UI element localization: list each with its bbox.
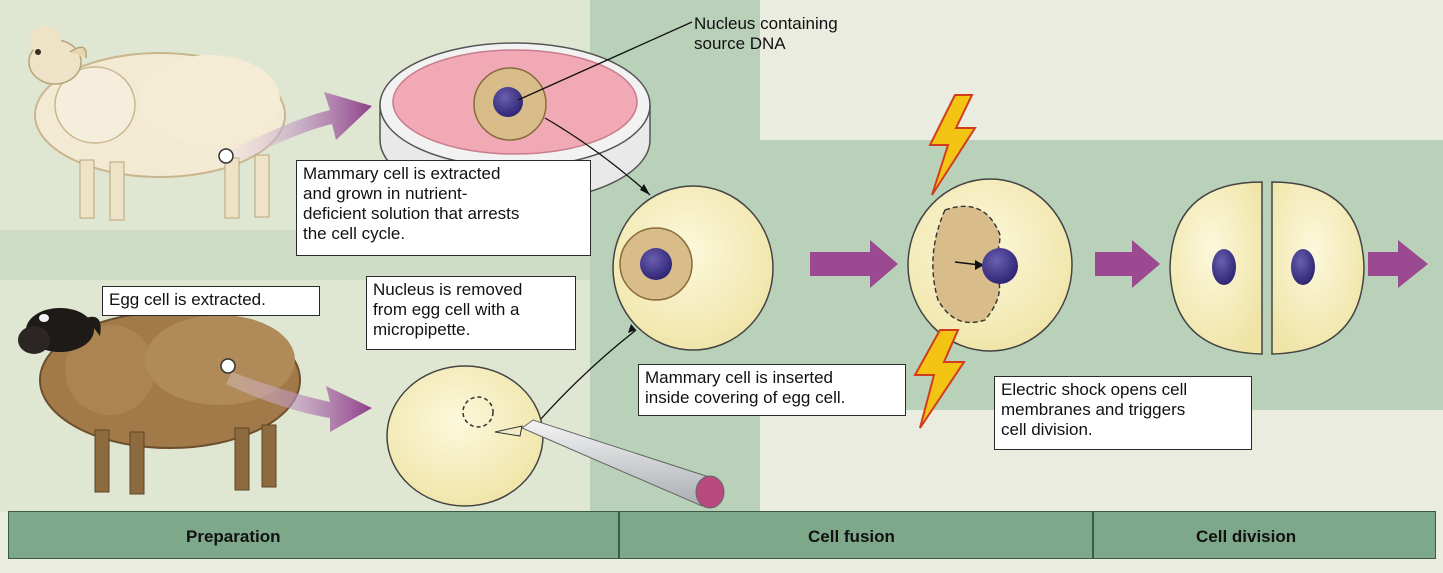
- nucleus-source-label: Nucleus containing source DNA: [694, 14, 914, 54]
- stage-divider: [1092, 512, 1094, 558]
- stage-divider: [618, 512, 620, 558]
- electric-shock-label: Electric shock opens cell membranes and …: [994, 376, 1252, 450]
- stage-label-cell-fusion: Cell fusion: [808, 527, 895, 547]
- mammary-extracted-label: Mammary cell is extracted and grown in n…: [296, 160, 591, 256]
- nucleus-removed-label: Nucleus is removed from egg cell with a …: [366, 276, 576, 350]
- fusing-cell: [908, 179, 1072, 351]
- egg-extracted-label: Egg cell is extracted.: [102, 286, 320, 316]
- stage-label-preparation: Preparation: [186, 527, 280, 547]
- fused-cell: [613, 186, 773, 350]
- mammary-inserted-label: Mammary cell is inserted inside covering…: [638, 364, 906, 416]
- stage-label-cell-division: Cell division: [1196, 527, 1296, 547]
